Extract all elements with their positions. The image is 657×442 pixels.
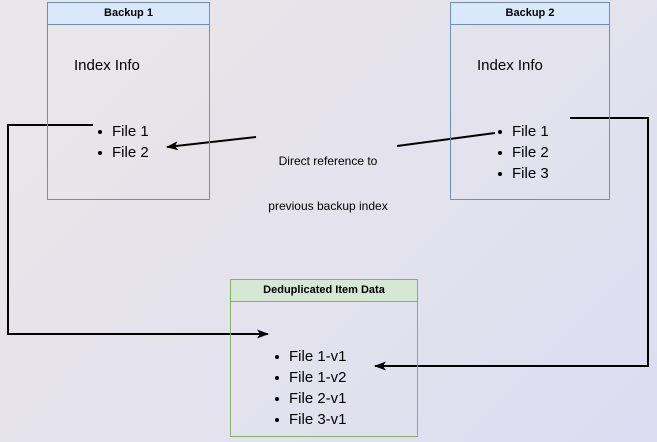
list-item: File 3 bbox=[496, 163, 549, 184]
edge-label-line-2: previous backup index bbox=[268, 199, 388, 213]
list-item: File 2-v1 bbox=[273, 388, 347, 409]
list-item: File 1 bbox=[496, 121, 549, 142]
edge-label-line-1: Direct reference to bbox=[278, 154, 378, 168]
list-item: File 1-v1 bbox=[273, 346, 347, 367]
backup-2-section-title: Index Info bbox=[477, 57, 543, 74]
node-backup-1[interactable]: Backup 1 Index Info File 1 File 2 bbox=[47, 2, 210, 200]
backup-1-section-title: Index Info bbox=[74, 57, 140, 74]
node-dedup-header: Deduplicated Item Data bbox=[231, 280, 417, 302]
node-backup-2[interactable]: Backup 2 Index Info File 1 File 2 File 3 bbox=[450, 2, 610, 200]
node-dedup-body: File 1-v1 File 1-v2 File 2-v1 File 3-v1 bbox=[231, 302, 417, 436]
node-backup-2-body: Index Info File 1 File 2 File 3 bbox=[451, 25, 609, 199]
node-backup-2-header: Backup 2 bbox=[451, 3, 609, 25]
dedup-file-list: File 1-v1 File 1-v2 File 2-v1 File 3-v1 bbox=[273, 346, 347, 430]
node-backup-1-header: Backup 1 bbox=[48, 3, 209, 25]
list-item: File 2 bbox=[96, 142, 149, 163]
list-item: File 1-v2 bbox=[273, 367, 347, 388]
backup-2-file-list: File 1 File 2 File 3 bbox=[496, 121, 549, 184]
node-deduplicated-item-data[interactable]: Deduplicated Item Data File 1-v1 File 1-… bbox=[230, 279, 418, 437]
backup-1-file-list: File 1 File 2 bbox=[96, 121, 149, 163]
node-backup-1-body: Index Info File 1 File 2 bbox=[48, 25, 209, 199]
list-item: File 3-v1 bbox=[273, 409, 347, 430]
list-item: File 2 bbox=[496, 142, 549, 163]
list-item: File 1 bbox=[96, 121, 149, 142]
edge-label-direct-reference: Direct reference to previous backup inde… bbox=[248, 124, 408, 244]
